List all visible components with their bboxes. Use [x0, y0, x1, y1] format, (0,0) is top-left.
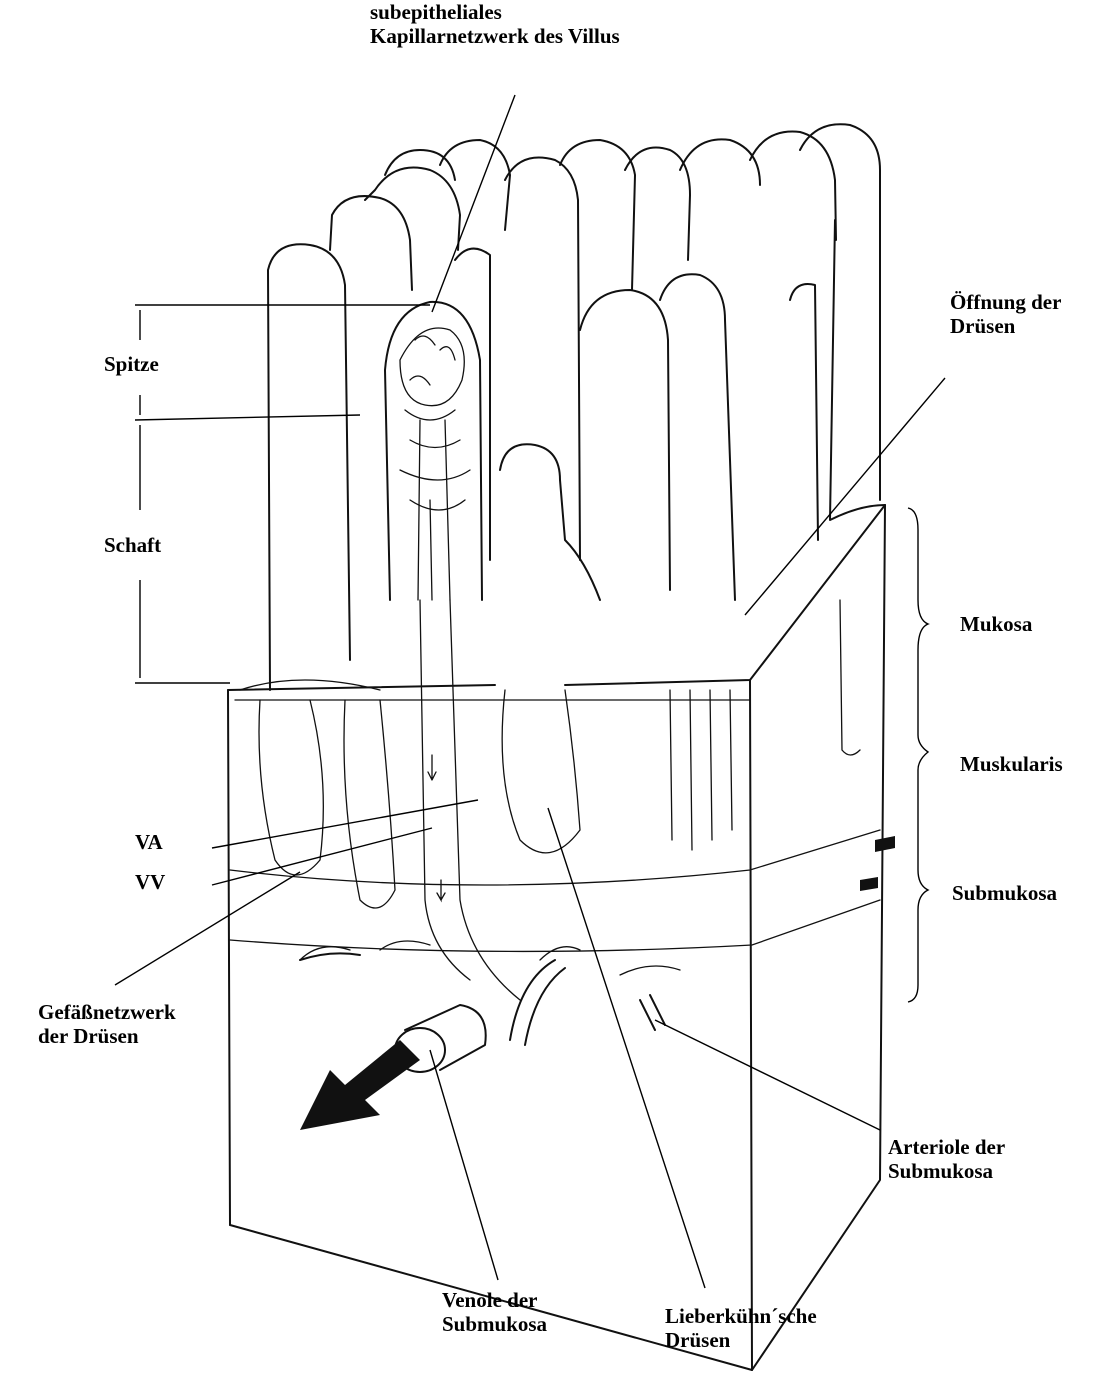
leader-va — [212, 800, 478, 848]
gland-network-2 — [344, 700, 395, 908]
villus-front-1 — [580, 290, 670, 590]
block-top-edge — [228, 505, 885, 690]
vessel-stub-2 — [860, 877, 878, 891]
villus-back-3 — [385, 150, 455, 180]
central-villus — [385, 302, 482, 600]
villus-mid-1 — [455, 249, 490, 560]
label-submucosa: Submukosa — [952, 881, 1057, 905]
leader-lines — [115, 95, 945, 1288]
background-villi — [268, 124, 885, 690]
villus-front-3 — [790, 284, 818, 540]
capillary-loop-1 — [400, 328, 464, 406]
tissue-block — [228, 505, 885, 1370]
villus-left — [268, 244, 350, 690]
villus-back-2 — [365, 168, 460, 251]
arteriole-branch-2 — [640, 995, 665, 1030]
central-vessel-trunks — [420, 600, 520, 1000]
right-vessel — [840, 600, 860, 755]
layer-brace-path — [908, 508, 928, 1002]
label-gland-opening-line2: Drüsen — [950, 314, 1061, 338]
label-gland-vessel-network-line2: der Drüsen — [38, 1024, 176, 1048]
label-submucosal-venule: Venole der Submukosa — [442, 1288, 547, 1336]
villus-back-9 — [750, 132, 836, 240]
label-gland-opening-line1: Öffnung der — [950, 290, 1061, 314]
label-shaft: Schaft — [104, 533, 161, 557]
venous-outflow-arrow — [300, 1040, 420, 1130]
label-va: VA — [135, 830, 163, 854]
label-lieberkuehn-glands-line1: Lieberkühn´sche — [665, 1304, 817, 1328]
lieberkuehn-gland — [502, 690, 580, 853]
label-capillary-network-line2: Kapillarnetzwerk des Villus — [370, 24, 620, 48]
label-tip: Spitze — [104, 352, 159, 376]
flow-arrow-down-1 — [428, 755, 436, 780]
bracket-middle-line — [135, 415, 360, 420]
leader-gland-opening — [745, 378, 945, 615]
vessel-stub-1 — [875, 836, 895, 852]
label-gland-vessel-network-line1: Gefäßnetzwerk — [38, 1000, 176, 1024]
label-capillary-network-line1: subepitheliales — [370, 0, 620, 24]
arteriole-branch-1 — [510, 960, 565, 1045]
villus-mid-2 — [500, 444, 600, 600]
block-front-right-edge — [750, 680, 752, 1370]
label-submucosal-venule-line1: Venole der — [442, 1288, 547, 1312]
flow-arrow-down-2 — [437, 880, 445, 900]
label-lieberkuehn-glands: Lieberkühn´sche Drüsen — [665, 1304, 817, 1352]
flow-arrows — [428, 755, 445, 900]
leader-submucosal-arteriole — [655, 1020, 880, 1130]
label-gland-vessel-network: Gefäßnetzwerk der Drüsen — [38, 1000, 176, 1048]
capillary-loops — [400, 410, 470, 510]
villus-back-10 — [800, 124, 880, 500]
submucosal-vessels — [300, 836, 895, 1130]
label-submucosal-arteriole-line1: Arteriole der — [888, 1135, 1005, 1159]
layer-brace — [908, 508, 928, 1002]
arteriole-branch-3 — [300, 953, 360, 960]
villus-back-4 — [440, 140, 510, 230]
label-gland-opening: Öffnung der Drüsen — [950, 290, 1061, 338]
block-left-edge — [228, 690, 230, 1225]
muscularis-boundary — [230, 830, 880, 885]
label-lieberkuehn-glands-line2: Drüsen — [665, 1328, 817, 1352]
label-submucosal-arteriole-line2: Submukosa — [888, 1159, 1005, 1183]
villus-front-2 — [660, 274, 735, 600]
villus-back-6 — [560, 140, 635, 290]
submucosa-boundary — [230, 900, 880, 951]
label-vv: VV — [135, 870, 165, 894]
villus-back-5 — [505, 158, 580, 561]
label-capillary-network: subepitheliales Kapillarnetzwerk des Vil… — [370, 0, 620, 48]
gland-network-left — [259, 700, 323, 875]
villus-back-8 — [680, 139, 760, 185]
label-muscularis: Muskularis — [960, 752, 1063, 776]
label-submucosal-arteriole: Arteriole der Submukosa — [888, 1135, 1005, 1183]
label-mucosa: Mukosa — [960, 612, 1032, 636]
central-villus-outline — [385, 302, 482, 600]
villus-right-edge — [830, 220, 885, 520]
label-submucosal-venule-line2: Submukosa — [442, 1312, 547, 1336]
straight-glands — [670, 690, 732, 850]
leader-submucosal-venule — [430, 1050, 498, 1280]
capillary-mesh — [410, 336, 455, 385]
leader-capillary-network — [432, 95, 515, 312]
